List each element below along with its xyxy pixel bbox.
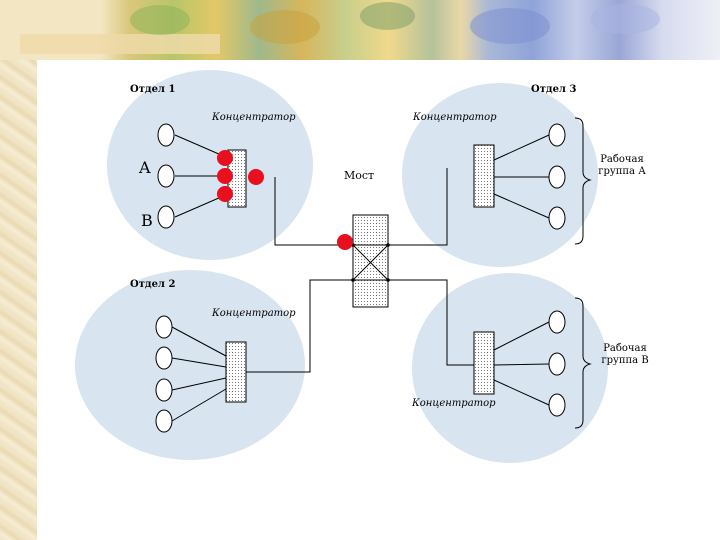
banner-leaf [590,4,660,34]
active-port [337,234,353,250]
station[interactable] [548,206,566,230]
bridge-device [352,214,389,308]
station-b[interactable] [157,205,175,229]
hub1-label: Концентратор [212,112,296,123]
active-port [248,169,264,185]
hub3-links [493,134,550,219]
active-port [217,168,233,184]
station-a[interactable] [157,164,175,188]
bridge-switch [352,244,389,281]
bridge-node [386,278,390,282]
banner-leaf [130,5,190,35]
group-a-label: Рабочая группа А [598,154,646,177]
dept2-area [75,270,305,460]
bridge-node [386,243,390,247]
hub4-links [493,321,550,406]
station[interactable] [548,352,566,376]
dept3-label: Отдел 3 [531,84,577,95]
bridge-links [246,168,474,373]
bridge-switch-line [352,244,389,281]
banner-band [20,34,220,54]
station[interactable] [155,409,173,433]
station[interactable] [548,165,566,189]
active-port [217,186,233,202]
station[interactable] [548,123,566,147]
hub4-device [473,331,495,395]
dept1-area [107,70,313,260]
hub2-label: Концентратор [212,308,296,319]
hub3-device [473,144,495,208]
decorative-top-banner [0,0,720,60]
active-port [217,150,233,166]
decorative-left-strip [0,0,37,540]
station[interactable] [155,378,173,402]
group-b-area [412,273,608,463]
dept1-label: Отдел 1 [130,84,176,95]
hub2-links [171,326,227,422]
group-b-brace [574,297,592,429]
station[interactable] [155,346,173,370]
group-a-brace [574,117,592,245]
dept2-label: Отдел 2 [130,279,176,290]
station[interactable] [155,315,173,339]
station-a-label: A [139,158,151,177]
bridge-node [351,278,355,282]
station[interactable] [548,393,566,417]
bridge-label: Мост [344,169,375,182]
hub3-label: Концентратор [413,112,497,123]
station-a1[interactable] [157,123,175,147]
group-b-label: Рабочая группа В [601,343,649,366]
station-b-label: B [141,211,153,230]
hub2-device [225,341,247,403]
hub4-label: Концентратор [412,398,496,409]
banner-leaf [360,2,415,30]
banner-leaf [470,8,550,44]
station[interactable] [548,310,566,334]
dept3-area [402,83,598,267]
banner-leaf [250,10,320,44]
